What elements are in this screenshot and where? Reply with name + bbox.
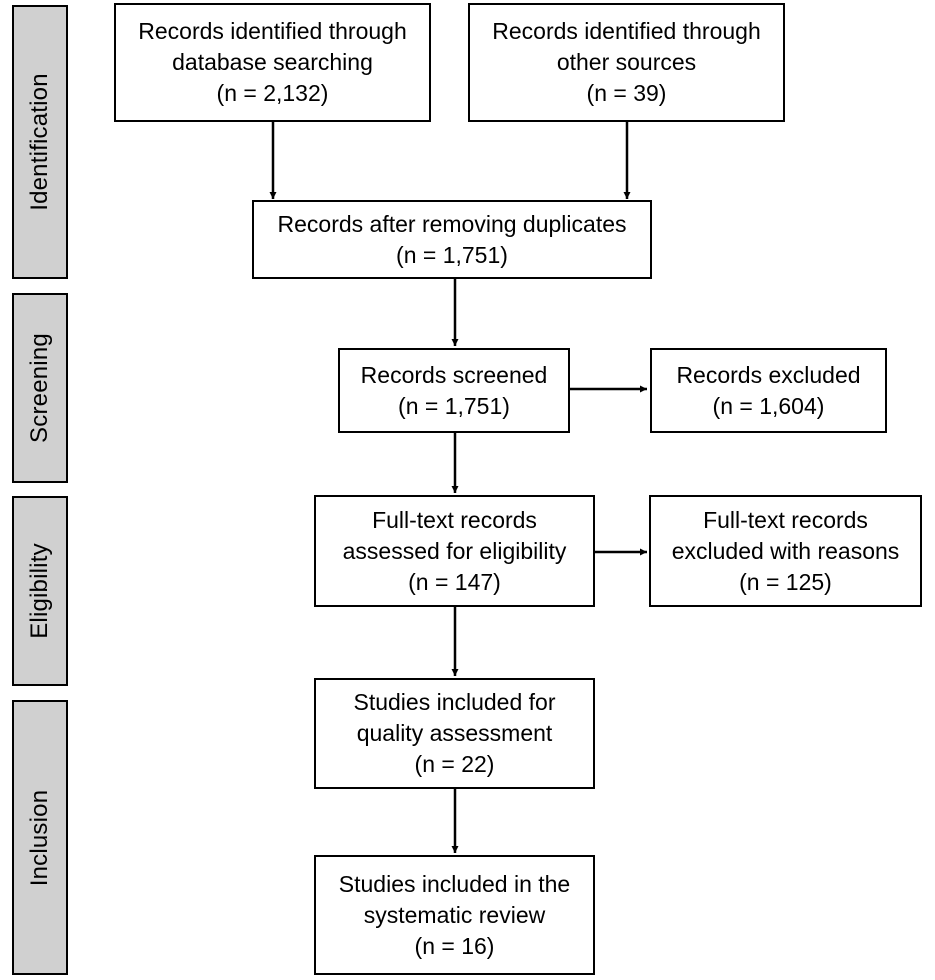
box-systematic-review: Studies included in the systematic revie…	[314, 855, 595, 975]
box-after-duplicates-count: (n = 1,751)	[396, 241, 508, 268]
box-other-sources-line2: other sources	[556, 49, 697, 75]
phase-eligibility: Eligibility	[12, 496, 68, 686]
box-fulltext-excluded-line1: Full-text records	[703, 506, 868, 533]
box-screened-count: (n = 1,751)	[398, 392, 510, 419]
box-after-duplicates-line1: Records after removing duplicates	[277, 210, 627, 237]
box-database-search-line1: Records identified through	[138, 18, 407, 44]
box-database-search-line2: database searching	[172, 49, 373, 75]
box-fulltext-assessed: Full-text records assessed for eligibili…	[314, 495, 595, 607]
box-systematic-review-count: (n = 16)	[414, 932, 495, 959]
box-fulltext-assessed-count: (n = 147)	[408, 568, 501, 595]
box-fulltext-excluded: Full-text records excluded with reasons …	[649, 495, 922, 607]
box-other-sources-count: (n = 39)	[586, 80, 667, 106]
box-fulltext-excluded-count: (n = 125)	[739, 568, 832, 595]
box-fulltext-assessed-line2: assessed for eligibility	[342, 537, 567, 564]
box-systematic-review-line1: Studies included in the	[338, 870, 571, 897]
box-database-search-count: (n = 2,132)	[216, 80, 329, 106]
box-fulltext-excluded-line2: excluded with reasons	[671, 537, 900, 564]
box-quality-assessment-line1: Studies included for	[353, 689, 556, 715]
phase-screening: Screening	[12, 293, 68, 483]
box-quality-assessment: Studies included for quality assessment …	[314, 678, 595, 789]
phase-identification: Identification	[12, 5, 68, 279]
box-other-sources: Records identified through other sources…	[468, 3, 785, 122]
box-excluded-count: (n = 1,604)	[712, 392, 825, 419]
box-screened-line1: Records screened	[360, 361, 548, 388]
box-quality-assessment-line2: quality assessment	[356, 720, 553, 746]
box-other-sources-line1: Records identified through	[492, 18, 761, 44]
box-excluded-line1: Records excluded	[676, 361, 861, 388]
phase-inclusion: Inclusion	[12, 700, 68, 975]
box-excluded: Records excluded (n = 1,604)	[650, 348, 887, 433]
box-database-search: Records identified through database sear…	[114, 3, 431, 122]
box-after-duplicates: Records after removing duplicates (n = 1…	[252, 200, 652, 279]
box-quality-assessment-count: (n = 22)	[414, 751, 495, 777]
box-screened: Records screened (n = 1,751)	[338, 348, 570, 433]
box-fulltext-assessed-line1: Full-text records	[372, 506, 537, 533]
box-systematic-review-line2: systematic review	[363, 901, 546, 928]
